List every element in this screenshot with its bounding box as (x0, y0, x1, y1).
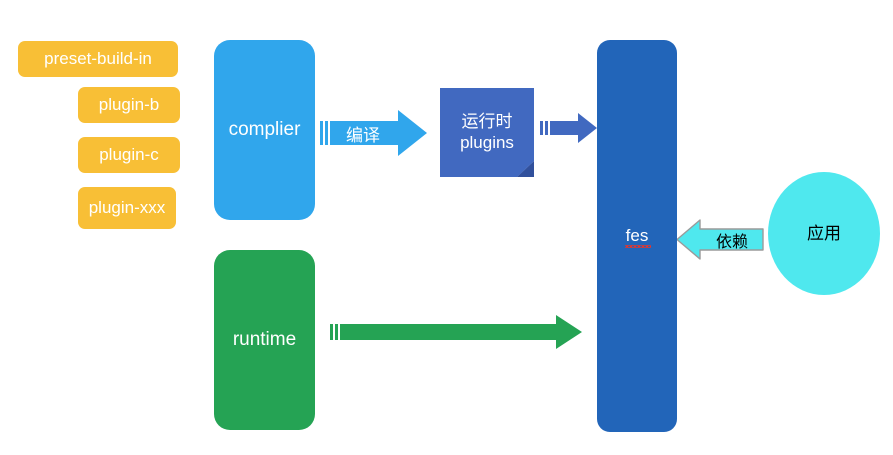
arrow-depend-shape (676, 219, 764, 260)
node-app[interactable]: 应用 (768, 172, 880, 295)
node-fes-label: fes (624, 226, 651, 248)
arrow-compile-shape (320, 110, 427, 156)
arrow-runtime-to-fes (330, 314, 583, 350)
node-runtime-plugins[interactable]: 运行时 plugins (440, 88, 534, 177)
arrow-depend-label: 依赖 (715, 233, 748, 251)
arrow-runtime-to-fes-shape (330, 315, 582, 349)
arrow-compile-label: 编译 (346, 125, 380, 145)
plugin-chip-preset-build-in[interactable]: preset-build-in (18, 41, 178, 77)
plugin-chip-plugin-c[interactable]: plugin-c (78, 137, 180, 173)
arrow-plugins-to-fes (540, 112, 598, 144)
plugin-chip-plugin-xxx[interactable]: plugin-xxx (78, 187, 176, 229)
node-fes[interactable]: fes (597, 40, 677, 432)
node-complier[interactable]: complier (214, 40, 315, 220)
node-runtime[interactable]: runtime (214, 250, 315, 430)
arrow-depend (676, 216, 764, 263)
arrow-plugins-to-fes-shape (540, 113, 597, 143)
node-runtime-plugins-line2: plugins (460, 132, 514, 152)
plugin-chip-plugin-b[interactable]: plugin-b (78, 87, 180, 123)
arrow-compile (320, 108, 428, 158)
node-runtime-plugins-line1: 运行时 (461, 112, 513, 132)
